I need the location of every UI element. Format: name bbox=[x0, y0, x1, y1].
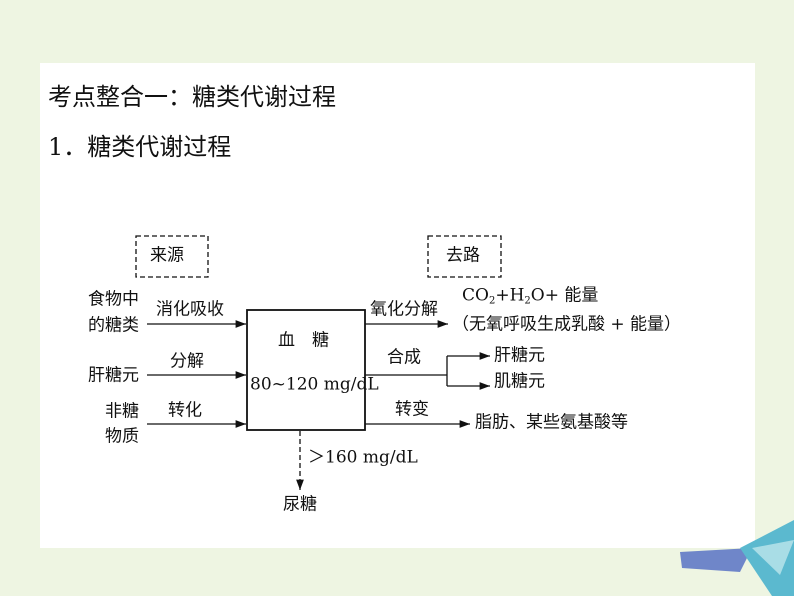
process-convert: 转化 bbox=[168, 400, 202, 421]
page-heading: 考点整合一：糖类代谢过程 bbox=[48, 83, 336, 111]
source-nonsugar-line1: 非糖 bbox=[105, 401, 139, 422]
result-muscle-glycogen: 肌糖元 bbox=[494, 371, 545, 392]
source-nonsugar-line2: 物质 bbox=[105, 426, 139, 447]
dest-box bbox=[427, 235, 502, 278]
source-food-line2: 的糖类 bbox=[88, 315, 139, 336]
blood-sugar-range: 80~120 mg/dL bbox=[250, 374, 379, 395]
blood-sugar-box bbox=[246, 309, 366, 431]
result-anaerobic: （无氧呼吸生成乳酸 + 能量） bbox=[452, 314, 682, 335]
blood-sugar-title: 血 糖 bbox=[278, 330, 329, 351]
result-liver-glycogen: 肝糖元 bbox=[494, 345, 545, 366]
source-liver-glycogen: 肝糖元 bbox=[88, 365, 139, 386]
result-oxidation: CO2+H2O+ 能量 bbox=[462, 285, 599, 307]
source-box bbox=[135, 235, 209, 278]
source-food-line1: 食物中 bbox=[88, 289, 139, 310]
result-urine-sugar: 尿糖 bbox=[283, 494, 317, 515]
slide-panel bbox=[40, 63, 755, 548]
dest-label: 去路 bbox=[446, 245, 480, 266]
result-fat-aminoacid: 脂肪、某些氨基酸等 bbox=[475, 412, 628, 433]
source-label: 来源 bbox=[150, 245, 184, 266]
process-oxidation: 氧化分解 bbox=[370, 299, 438, 320]
overflow-threshold: ＞160 mg/dL bbox=[308, 447, 418, 468]
section-title: 1．糖类代谢过程 bbox=[48, 133, 232, 161]
process-decompose: 分解 bbox=[170, 351, 204, 372]
process-synthesis: 合成 bbox=[387, 347, 421, 368]
process-transform: 转变 bbox=[395, 399, 429, 420]
process-digestion: 消化吸收 bbox=[156, 299, 224, 320]
